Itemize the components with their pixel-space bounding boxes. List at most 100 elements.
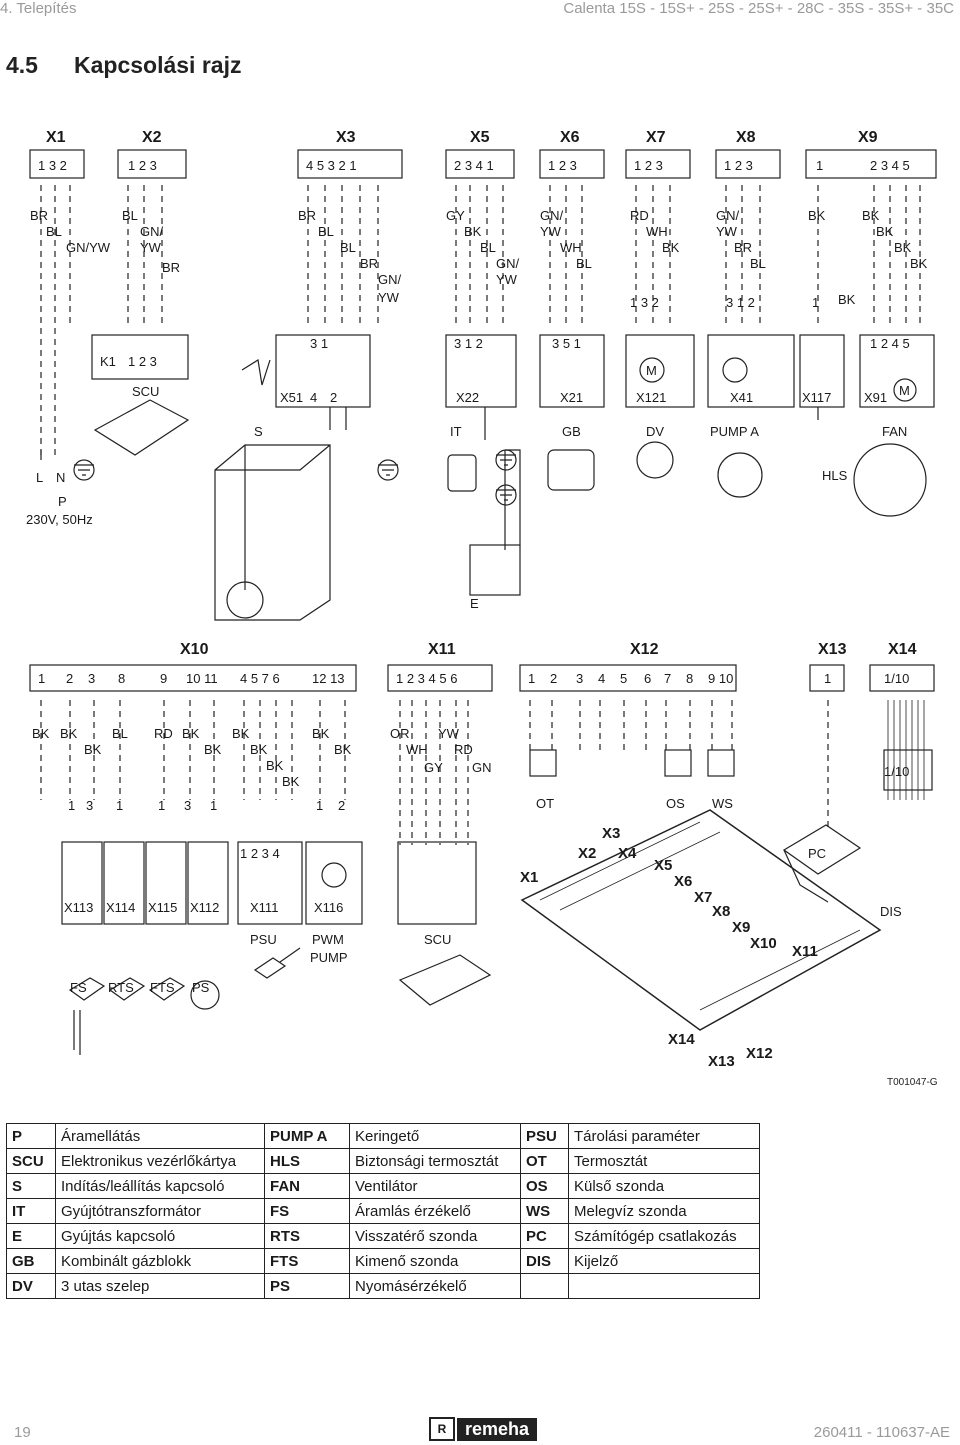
bpin: 8 [686, 671, 693, 686]
pins-x9b: 2 3 4 5 [870, 158, 910, 173]
legend-abbr: P [6, 1123, 56, 1149]
wire-label: BK [876, 224, 894, 239]
bwire: BK [84, 742, 102, 757]
legend-abbr: FS [264, 1198, 350, 1224]
board-x14: X14 [668, 1031, 695, 1048]
bplug: 2 [338, 798, 345, 813]
bwire: GY [424, 760, 443, 775]
conn-x13: X13 [818, 641, 847, 658]
wire-label: BK [838, 292, 856, 307]
plug-pins: 1 2 4 5 [870, 336, 910, 351]
component-x51-pin4: 4 [310, 390, 317, 405]
legend-desc: Kijelző [568, 1248, 760, 1274]
wire-label: BL [46, 224, 62, 239]
bwire: BK [232, 726, 250, 741]
bpin: 3 [88, 671, 95, 686]
board-x10: X10 [750, 935, 777, 952]
wire-label: BK [662, 240, 680, 255]
component-x22: X22 [456, 390, 479, 405]
legend-abbr: FTS [264, 1248, 350, 1274]
wire-label: BK [910, 256, 928, 271]
bplug: 1 2 3 4 [240, 846, 280, 861]
wire-label: BR [734, 240, 752, 255]
component-dv: DV [646, 424, 664, 439]
board-x11: X11 [792, 943, 818, 960]
legend-desc: Áramellátás [55, 1123, 265, 1149]
wire-label: BL [480, 240, 496, 255]
pins-x3: 4 5 3 2 1 [306, 158, 357, 173]
bwire: OR [390, 726, 410, 741]
bpin: 10 11 [186, 671, 218, 686]
wire-label: YW [496, 272, 518, 287]
mains-l: L [36, 470, 43, 485]
legend-desc: Tárolási paraméter [568, 1123, 760, 1149]
wire-label: GN/ [378, 272, 402, 287]
wire-label: BR [30, 208, 48, 223]
legend-abbr: FAN [264, 1173, 350, 1199]
bwire: RD [154, 726, 173, 741]
wire-label: YW [378, 290, 400, 305]
legend-desc: Biztonsági termosztát [349, 1148, 521, 1174]
pins-x1: 1 3 2 [38, 158, 67, 173]
legend-abbr: PS [264, 1273, 350, 1299]
wire-label: YW [540, 224, 562, 239]
conn-x8: X8 [736, 129, 756, 146]
legend-abbr: DIS [520, 1248, 569, 1274]
bwire: 1/10 [884, 764, 909, 779]
bpin: 6 [644, 671, 651, 686]
wire-label: YW [140, 240, 162, 255]
board-x6: X6 [674, 873, 692, 890]
component-k1: K1 [100, 354, 116, 369]
legend-desc: Indítás/leállítás kapcsoló [55, 1173, 265, 1199]
board-x1: X1 [520, 869, 538, 886]
conn-x14: X14 [888, 641, 917, 658]
wire-label: GY [446, 208, 465, 223]
legend-abbr: IT [6, 1198, 56, 1224]
bpin: 1/10 [884, 671, 909, 686]
component-x21: X21 [560, 390, 583, 405]
bcomp-fts: FTS [150, 980, 175, 995]
wire-label: BK [808, 208, 826, 223]
wire-label: BR [162, 260, 180, 275]
page-number: 19 [14, 1424, 31, 1441]
brand-logo: R remeha [429, 1417, 538, 1441]
bwire: BK [182, 726, 200, 741]
conn-x1: X1 [46, 129, 66, 146]
conn-x10: X10 [180, 641, 209, 658]
wire-label: BK [862, 208, 880, 223]
bpin: 2 [66, 671, 73, 686]
legend-desc: Gyújtás kapcsoló [55, 1223, 265, 1249]
legend-desc [568, 1273, 760, 1299]
bpin: 12 13 [312, 671, 345, 686]
bplug: 3 [86, 798, 93, 813]
bpin: 1 [38, 671, 45, 686]
bpin: 1 2 3 4 5 6 [396, 671, 457, 686]
wire-label: BL [318, 224, 334, 239]
legend-abbr: PSU [520, 1123, 569, 1149]
component-x51-pin2: 2 [330, 390, 337, 405]
pins-x7: 1 2 3 [634, 158, 663, 173]
bwire: BK [32, 726, 50, 741]
conn-x2: X2 [142, 129, 162, 146]
wire-label: WH [560, 240, 582, 255]
bpin: 3 [576, 671, 583, 686]
legend-desc: Visszatérő szonda [349, 1223, 521, 1249]
board-x3: X3 [602, 825, 620, 842]
component-dv-motor: M [646, 363, 657, 378]
bcomp-pc: PC [808, 846, 826, 861]
bwire: BK [266, 758, 284, 773]
board-x7: X7 [694, 889, 712, 906]
legend-desc: Elektronikus vezérlőkártya [55, 1148, 265, 1174]
pins-x5: 2 3 4 1 [454, 158, 494, 173]
conn-x9: X9 [858, 129, 878, 146]
bcomp-fs: FS [70, 980, 87, 995]
component-it: IT [450, 424, 462, 439]
legend-desc: Kimenő szonda [349, 1248, 521, 1274]
bpin: 8 [118, 671, 125, 686]
legend-desc: Gyújtótranszformátor [55, 1198, 265, 1224]
wire-label: GN/YW [66, 240, 111, 255]
legend-abbr: PUMP A [264, 1123, 350, 1149]
